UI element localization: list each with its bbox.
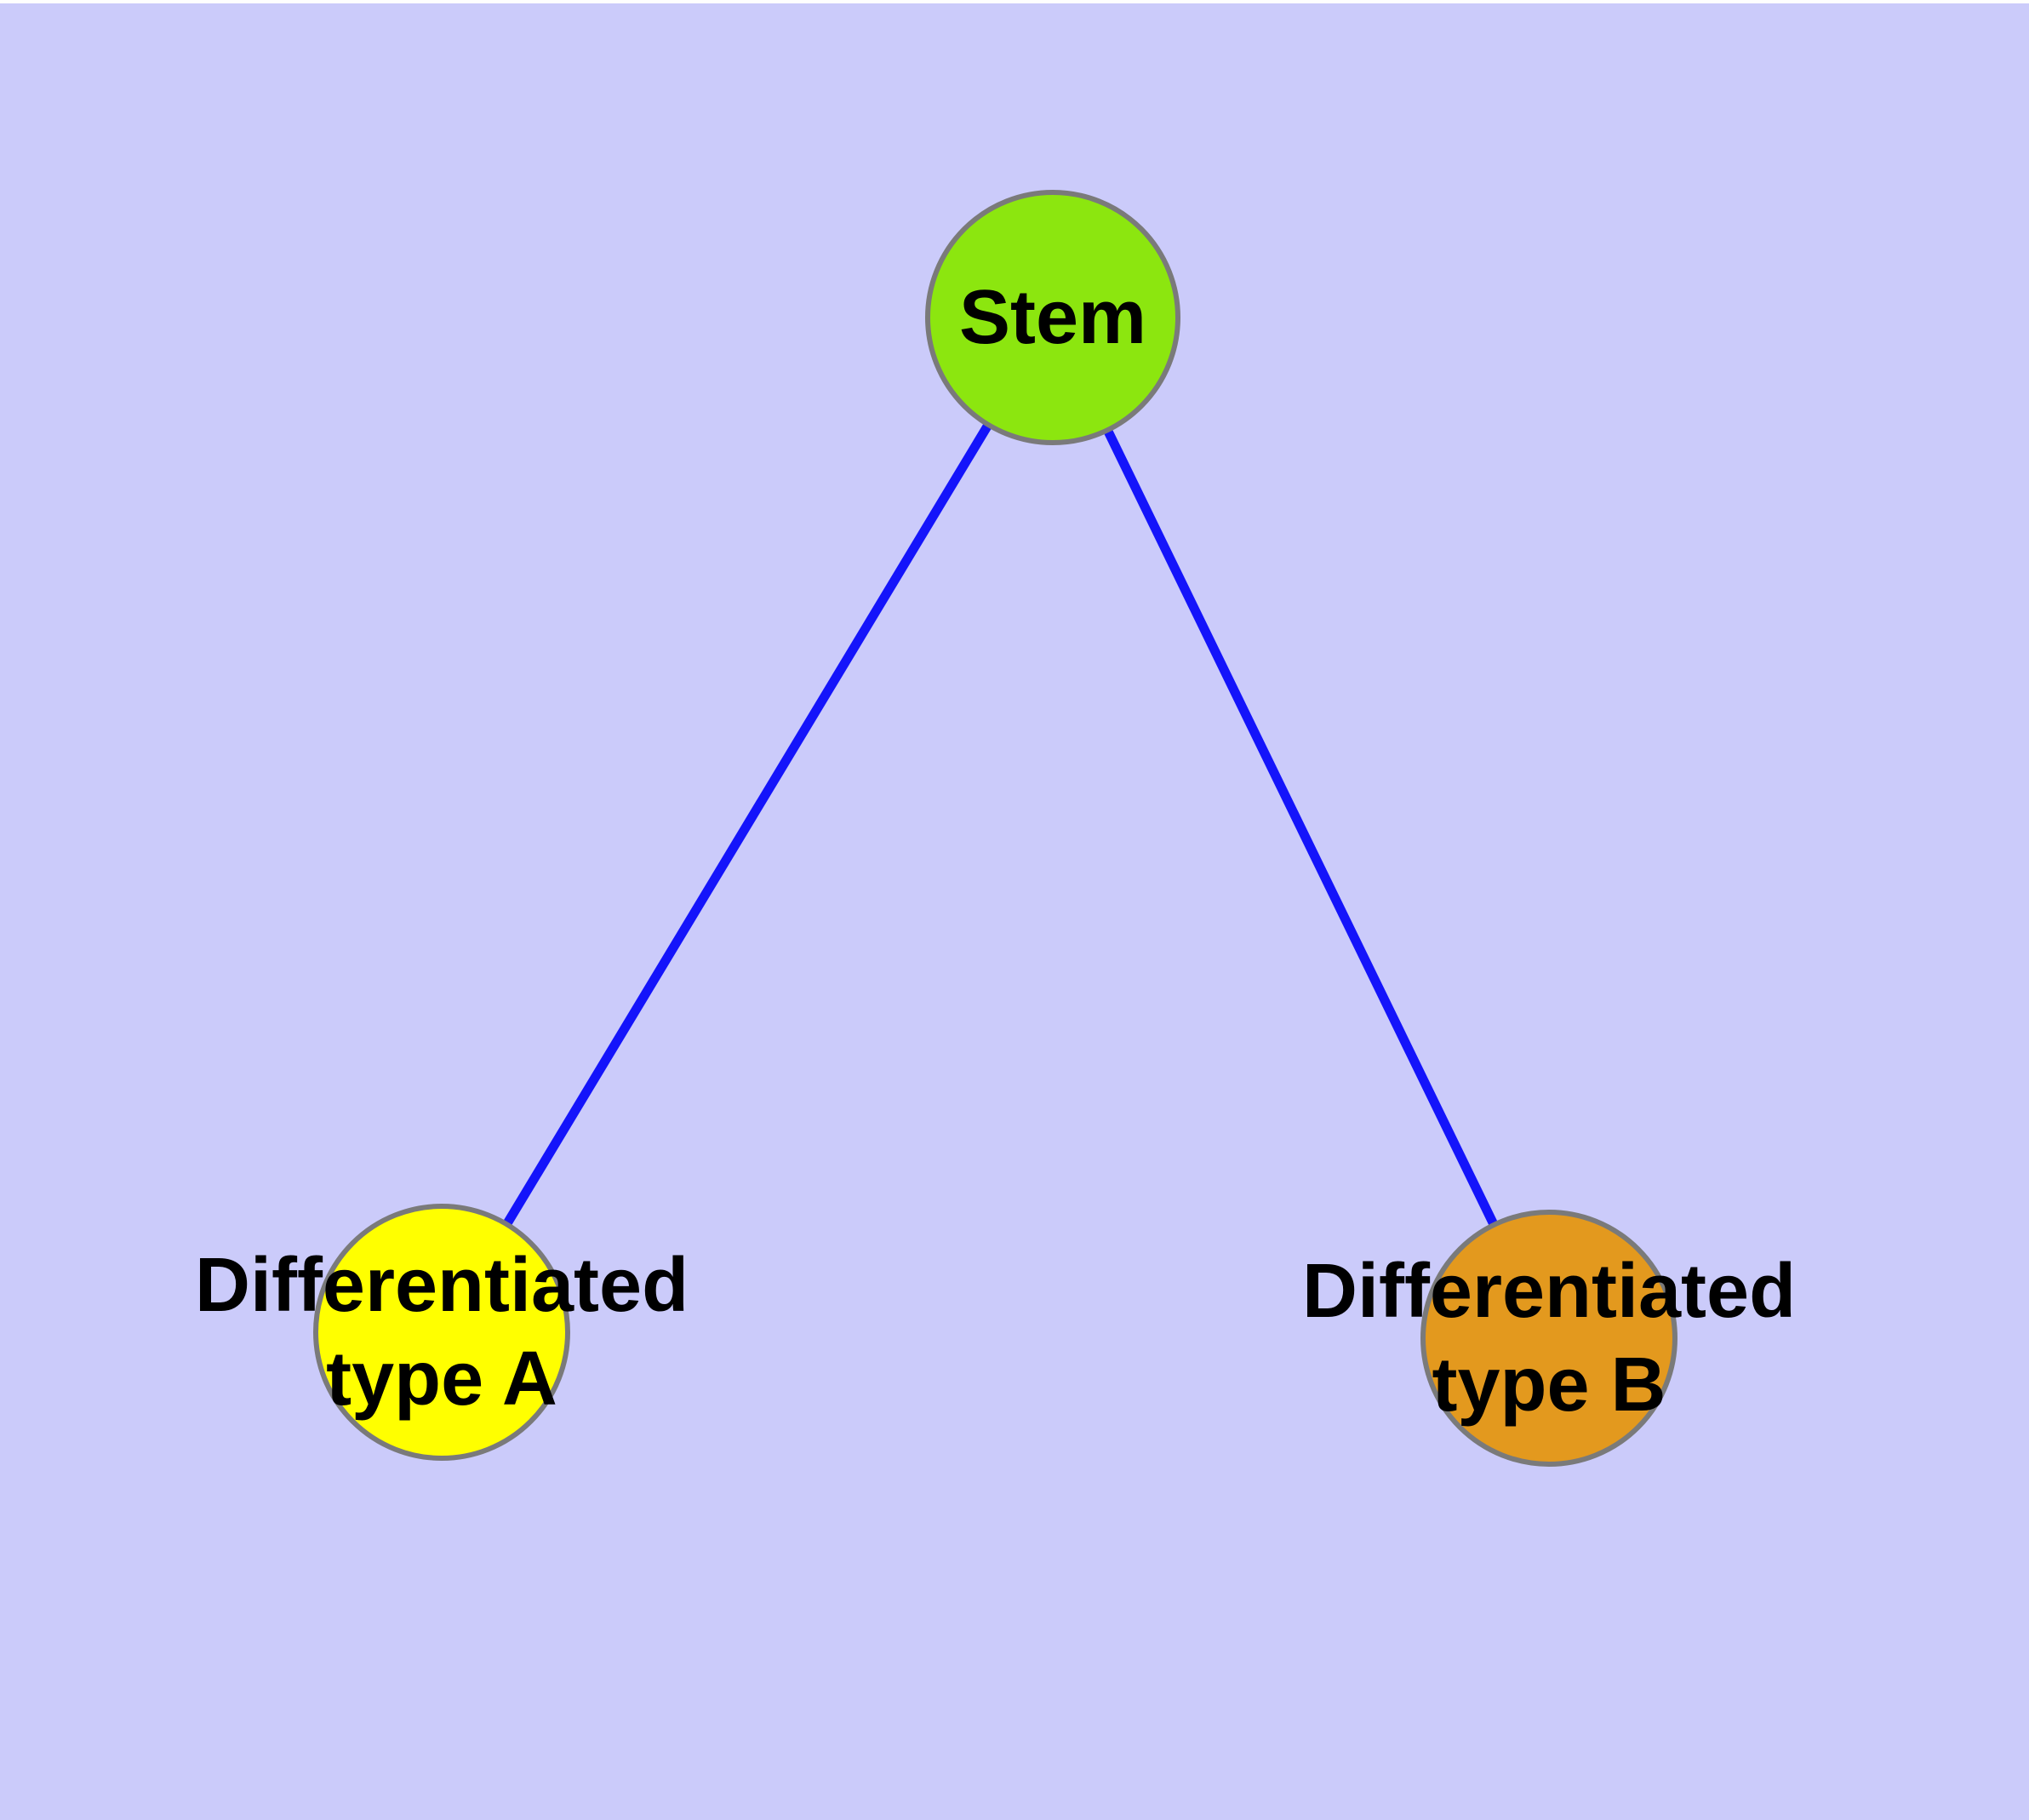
top-border-strip: [0, 0, 2029, 3]
edge-stem-to-type-b: [1049, 315, 1553, 1341]
node-differentiated-type-a[interactable]: Differentiated type A: [195, 1204, 689, 1461]
node-differentiated-type-b[interactable]: Differentiated type B: [1302, 1210, 1796, 1467]
node-stem[interactable]: Stem: [925, 190, 1180, 445]
node-stem-label: Stem: [958, 275, 1147, 360]
edge-stem-to-type-a: [437, 315, 1057, 1335]
